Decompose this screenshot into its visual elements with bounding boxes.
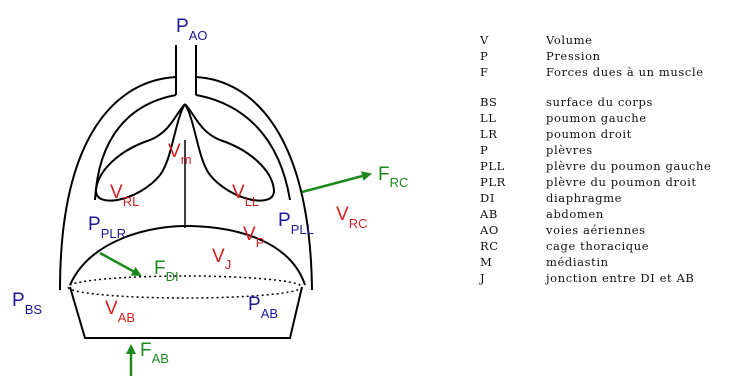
legend-row: DI diaphragme	[480, 190, 711, 206]
volume-ll-label: VLL	[232, 182, 259, 209]
pressure-ab-label: PAB	[248, 294, 278, 321]
legend-abbr: DI	[480, 191, 495, 205]
legend-abbr: J	[480, 271, 486, 285]
diaphragm	[69, 224, 306, 286]
inner-pleura-top	[94, 94, 291, 201]
legend-desc: surface du corps	[546, 95, 653, 109]
volume-rl-label: VRL	[110, 182, 139, 209]
pressure-bs-label: PBS	[12, 290, 42, 317]
legend-desc: Forces dues à un muscle	[546, 65, 704, 79]
legend-row: RC cage thoracique	[480, 238, 711, 254]
force-di-arrow	[99, 251, 142, 277]
legend-row: AB abdomen	[480, 206, 711, 222]
pressure-ao-label: PAO	[176, 16, 207, 43]
legend-abbr: RC	[480, 239, 499, 253]
legend-abbr: PLR	[480, 175, 506, 189]
legend-row: P Pression	[480, 48, 711, 64]
legend-desc: plèvre du poumon droit	[546, 175, 697, 189]
legend-row: PLL plèvre du poumon gauche	[480, 158, 711, 174]
legend-abbr: LL	[480, 111, 497, 125]
legend-abbr: V	[480, 33, 489, 47]
legend-desc: abdomen	[546, 207, 604, 221]
pressure-plr-label: PPLR	[88, 214, 126, 241]
legend-abbr: P	[480, 143, 489, 157]
legend-desc: cage thoracique	[546, 239, 650, 253]
legend-row: AO voies aériennes	[480, 222, 711, 238]
legend: V Volume P Pression F Forces dues à un musc…	[480, 32, 711, 286]
force-rc-arrow	[301, 171, 372, 194]
legend-desc: médiastin	[546, 255, 609, 269]
force-ab-label: FAB	[140, 340, 169, 366]
legend-abbr: AB	[480, 207, 498, 221]
volume-j-label: VJ	[212, 246, 231, 272]
right-lung	[94, 103, 186, 202]
legend-desc: poumon droit	[546, 127, 632, 141]
legend-abbr: F	[480, 65, 489, 79]
volume-m-label: Vm	[168, 141, 192, 167]
legend-abbr: M	[480, 255, 493, 269]
legend-gap	[480, 80, 711, 94]
legend-desc: jonction entre DI et AB	[546, 271, 695, 285]
legend-desc: poumon gauche	[546, 111, 647, 125]
legend-desc: diaphragme	[546, 191, 623, 205]
legend-desc: voies aériennes	[546, 223, 646, 237]
legend-abbr: LR	[480, 127, 498, 141]
legend-abbr: BS	[480, 95, 498, 109]
abdomen-outline	[69, 286, 303, 339]
force-di-label: FDI	[154, 258, 179, 284]
respiratory-model-diagram: PAO PPLR PPLL PBS PAB Vm VRL VLL VP VJ V…	[12, 16, 408, 376]
legend-desc: Pression	[546, 49, 601, 63]
legend-row: V Volume	[480, 32, 711, 48]
legend-desc: plèvre du poumon gauche	[546, 159, 712, 173]
legend-row: BS surface du corps	[480, 94, 711, 110]
legend-desc: plèvres	[546, 143, 593, 157]
volume-rc-label: VRC	[336, 204, 367, 231]
rib-cage-outline	[59, 76, 313, 291]
volume-p-label: VP	[243, 224, 264, 250]
legend-desc: Volume	[546, 33, 593, 47]
junction-ellipse	[67, 275, 303, 299]
volume-ab-label: VAB	[105, 298, 135, 325]
left-lung	[184, 103, 276, 202]
force-rc-label: FRC	[378, 164, 408, 190]
legend-abbr: PLL	[480, 159, 505, 173]
legend-row: F Forces dues à un muscle	[480, 64, 711, 80]
legend-row: LL poumon gauche	[480, 110, 711, 126]
legend-row: LR poumon droit	[480, 126, 711, 142]
pressure-pll-label: PPLL	[278, 210, 314, 237]
legend-row: PLR plèvre du poumon droit	[480, 174, 711, 190]
legend-abbr: AO	[480, 223, 499, 237]
legend-abbr: P	[480, 49, 489, 63]
